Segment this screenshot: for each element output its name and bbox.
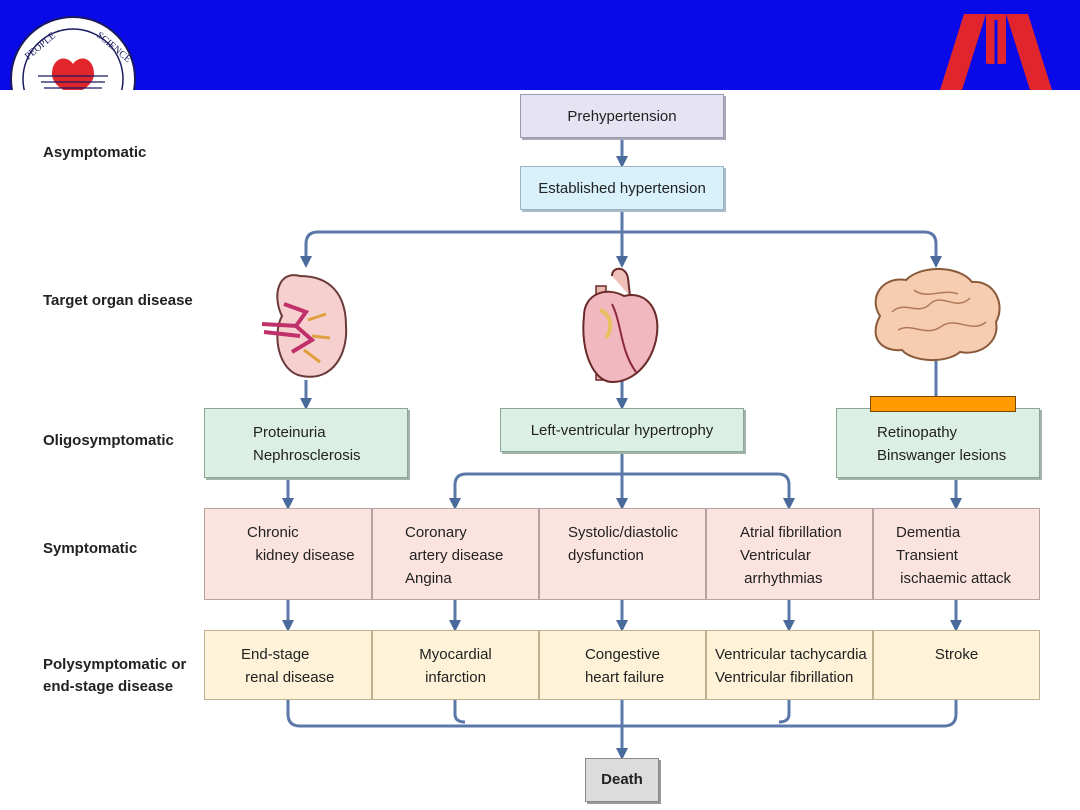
box-line: heart failure — [580, 669, 665, 686]
box-line: Dementia — [896, 524, 961, 541]
box-line: Coronary — [405, 524, 467, 541]
diagram-canvas — [261, 140, 1001, 760]
end-stage-box-chf: Congestive heart failure — [539, 630, 706, 700]
symptomatic-box-kidney: Chronic kidney disease — [204, 508, 372, 600]
box-line: renal disease — [241, 669, 335, 686]
lvh-box: Left-ventricular hypertrophy — [500, 408, 744, 452]
end-stage-box-mi: Myocardial infarction — [372, 630, 539, 700]
box-line: Myocardial — [419, 646, 492, 663]
institution-seal-logo: PEOPLE SCIENCE — [8, 14, 138, 94]
box-line: artery disease — [405, 547, 504, 564]
box-line: Atrial fibrillation — [740, 524, 842, 541]
prehypertension-box: Prehypertension — [520, 94, 724, 138]
level-label-polysymptomatic: Polysymptomatic or end-stage disease — [43, 654, 186, 698]
heart-icon — [582, 267, 659, 384]
arrow-lvh-to-atrial — [622, 472, 795, 510]
connector-mi — [453, 700, 466, 724]
box-line: Congestive — [584, 646, 661, 663]
end-stage-box-stroke: Stroke — [873, 630, 1040, 700]
box-line: Transient — [896, 547, 958, 564]
kidney-icon — [261, 274, 348, 378]
highlight-bar — [870, 396, 1016, 412]
connector-vt — [778, 700, 791, 724]
arrow-established-to-kidney — [300, 230, 622, 268]
level-label-symptomatic: Symptomatic — [43, 540, 138, 557]
level-label-target-organ: Target organ disease — [43, 292, 193, 309]
symptomatic-box-systolic: Systolic/diastolic dysfunction — [539, 508, 706, 600]
box-line: ischaemic attack — [896, 570, 1012, 587]
brain-icon — [874, 267, 1001, 362]
box-line: End-stage — [241, 646, 310, 663]
box-line: Angina — [405, 570, 452, 587]
end-stage-box-ventricular: Ventricular tachycardia Ventricular fibr… — [706, 630, 873, 700]
box-line: Ventricular — [740, 547, 811, 564]
box-line: dysfunction — [568, 547, 644, 564]
box-line: Stroke — [934, 646, 979, 663]
level-label-line: Polysymptomatic or — [43, 656, 187, 673]
box-line: Chronic — [247, 524, 299, 541]
box-line: Systolic/diastolic — [568, 524, 679, 541]
established-hypertension-box: Established hypertension — [520, 166, 724, 210]
end-stage-box-renal: End-stage renal disease — [204, 630, 372, 700]
box-line: arrhythmias — [740, 570, 823, 587]
level-label-line: end-stage disease — [43, 678, 174, 695]
box-line: Proteinuria — [253, 424, 326, 441]
box-line: Nephrosclerosis — [253, 447, 361, 464]
symptomatic-box-atrial: Atrial fibrillation Ventricular arrhythm… — [706, 508, 873, 600]
box-line: Binswanger lesions — [877, 447, 1007, 464]
level-label-oligosymptomatic: Oligosymptomatic — [43, 432, 174, 449]
arrow-established-to-brain — [622, 230, 942, 268]
retinopathy-box: Retinopathy Binswanger lesions — [836, 408, 1040, 478]
box-line: Ventricular fibrillation — [715, 669, 854, 686]
box-line: infarction — [425, 669, 486, 686]
box-line: kidney disease — [247, 547, 355, 564]
slide-header-bar: PEOPLE SCIENCE — [0, 0, 1080, 94]
proteinuria-box: Proteinuria Nephrosclerosis — [204, 408, 408, 478]
level-label-asymptomatic: Asymptomatic — [43, 144, 147, 161]
brand-logo — [940, 14, 1052, 90]
box-line: Retinopathy — [877, 424, 958, 441]
box-line: Ventricular tachycardia — [715, 646, 867, 663]
death-box: Death — [585, 758, 659, 802]
symptomatic-box-coronary: Coronary artery disease Angina — [372, 508, 539, 600]
symptomatic-box-dementia: Dementia Transient ischaemic attack — [873, 508, 1040, 600]
arrow-lvh-to-coronary — [449, 472, 622, 510]
